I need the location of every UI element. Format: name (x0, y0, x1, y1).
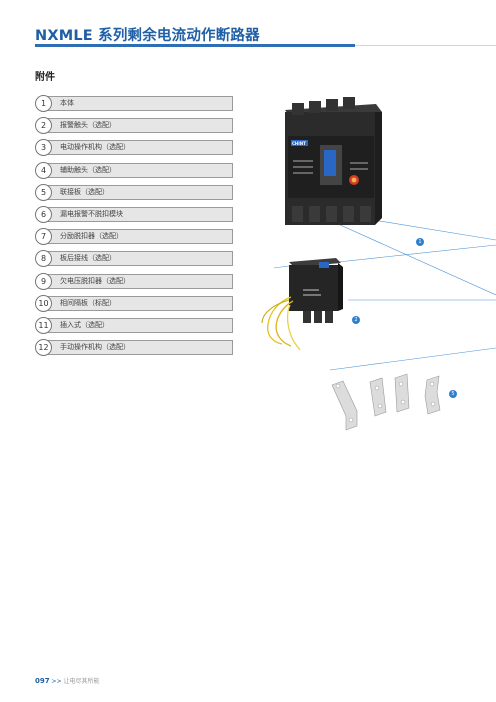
list-item: 7 分励脱扣器（选配） (35, 228, 233, 246)
footer-arrows: >> (51, 678, 62, 685)
list-item-number: 3 (35, 139, 52, 157)
list-item-label: 手动操作机构（选配） (60, 343, 130, 352)
list-item-label: 联接板（选配） (60, 187, 109, 196)
list-item-number: 10 (35, 294, 52, 312)
list-item-label: 欠电压脱扣器（选配） (60, 276, 130, 285)
list-item: 9 欠电压脱扣器（选配） (35, 272, 233, 290)
list-item-label: 漏电报警不脱扣模块 (60, 209, 123, 218)
callout-badge: 2 (352, 316, 360, 324)
device-brand: CHINT (292, 141, 306, 146)
list-item: 12 手动操作机构（选配） (35, 339, 233, 357)
list-item-label: 分励脱扣器（选配） (60, 232, 123, 241)
list-item-label: 相间隔板（标配） (60, 298, 116, 307)
list-item-number: 2 (35, 117, 52, 135)
callout-badge: 1 (416, 238, 424, 246)
list-item: 11 插入式（选配） (35, 316, 233, 334)
callout-badge: 5 (449, 390, 457, 398)
list-item: 6 漏电报警不脱扣模块 (35, 205, 233, 223)
list-item-number: 4 (35, 161, 52, 179)
section-title: 附件 (35, 72, 55, 83)
list-item: 2 报警触头（选配） (35, 117, 233, 135)
list-item-label: 报警触头（选配） (60, 121, 116, 130)
list-item-number: 7 (35, 228, 52, 246)
title-divider (35, 44, 496, 47)
page-title: NXMLE 系列剩余电流动作断路器 (35, 28, 260, 44)
footer-slogan: 让电尽其所能 (63, 678, 100, 685)
list-item-number: 12 (35, 339, 52, 357)
list-item: 5 联接板（选配） (35, 183, 233, 201)
list-item-label: 辅助触头（选配） (60, 165, 116, 174)
plate-holes (335, 381, 436, 423)
page-footer: 097 >> 让电尽其所能 (35, 676, 100, 685)
list-item: 4 辅助触头（选配） (35, 161, 233, 179)
list-item-number: 6 (35, 205, 52, 223)
list-item: 1 本体 (35, 95, 233, 112)
list-item-number: 11 (35, 316, 52, 334)
list-item-label: 板后接线（选配） (60, 254, 116, 263)
connection-plates (331, 373, 441, 431)
list-item: 10 相间隔板（标配） (35, 294, 233, 312)
list-item-number: 8 (35, 250, 52, 268)
list-item-label: 插入式（选配） (60, 320, 109, 329)
breaker-body: CHINT (285, 97, 382, 225)
list-item: 3 电动操作机构（选配） (35, 139, 233, 157)
list-item-label: 本体 (60, 99, 74, 107)
accessory-list: 1 本体 2 报警触头（选配） 3 电动操作机构（选配） 4 辅助触头（选配） 5 联接板… (35, 95, 233, 362)
list-item-label: 电动操作机构（选配） (60, 143, 130, 152)
list-item: 8 板后接线（选配） (35, 250, 233, 268)
list-item-number: 5 (35, 183, 52, 201)
page-number: 097 (35, 677, 50, 685)
alarm-module (261, 258, 343, 351)
list-item-number: 1 (35, 95, 52, 112)
list-item-number: 9 (35, 272, 52, 290)
